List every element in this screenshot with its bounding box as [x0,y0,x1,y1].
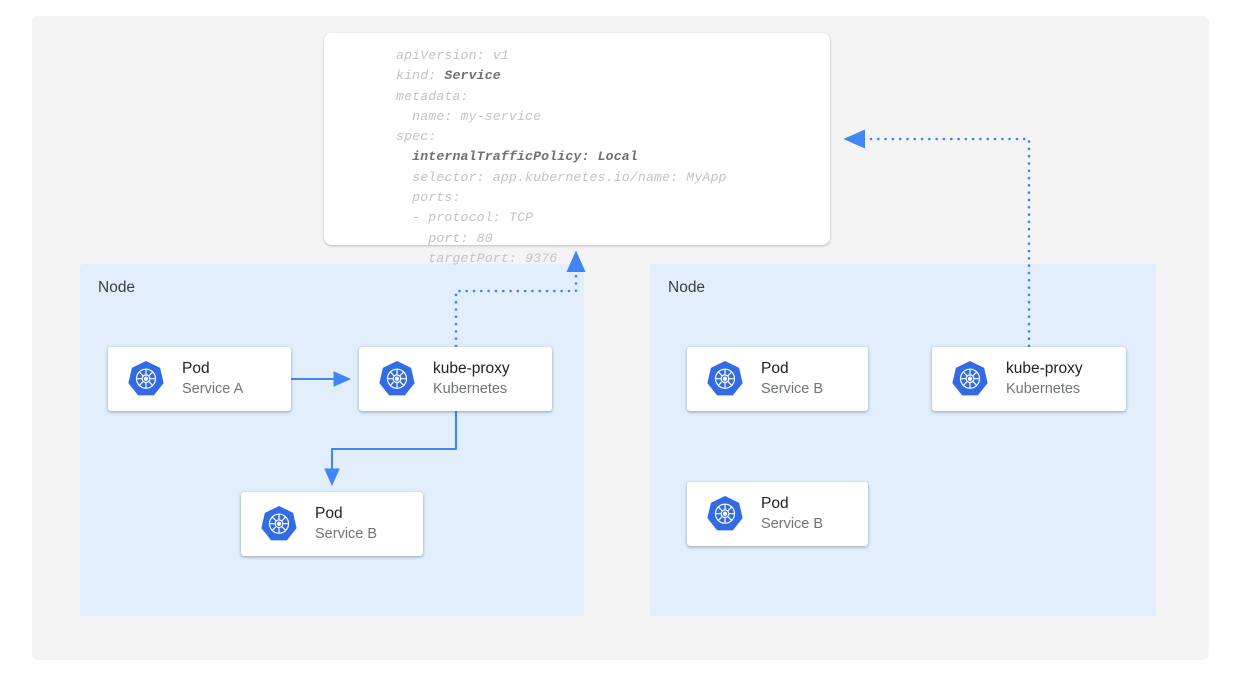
kubernetes-logo-icon [952,361,988,396]
box-text: Pod Service B [761,495,823,534]
box-subtitle: Kubernetes [1006,380,1081,397]
node-label-right: Node [668,279,706,296]
kubernetes-logo-icon [707,361,743,396]
box-subtitle: Service B [761,515,824,532]
box-text: kube-proxy Kubernetes [1006,360,1083,399]
service-manifest-card: apiVersion: v1 kind: Service metadata: n… [324,33,830,266]
box-text: Pod Service B [761,360,823,399]
node-panel-right: Node [650,264,1156,616]
box-subtitle: Service B [761,380,824,397]
kubernetes-logo-icon [128,361,164,396]
box-title: kube-proxy [1006,359,1083,377]
node-panel-left: Node [80,264,584,616]
box-title: Pod [761,494,789,512]
box-title: Pod [182,359,210,377]
box-kube-proxy-left[interactable]: kube-proxy Kubernetes [359,347,552,411]
box-title: Pod [315,504,343,522]
box-title: kube-proxy [433,359,510,377]
box-pod-service-a[interactable]: Pod Service A [108,347,291,411]
box-text: Pod Service A [182,360,243,399]
box-pod-service-b-right-2[interactable]: Pod Service B [687,482,868,546]
box-subtitle: Service B [315,525,378,542]
service-manifest-code: apiVersion: v1 kind: Service metadata: n… [396,48,727,266]
box-kube-proxy-right[interactable]: kube-proxy Kubernetes [932,347,1126,411]
box-pod-service-b-right-1[interactable]: Pod Service B [687,347,868,411]
box-pod-service-b-left[interactable]: Pod Service B [241,492,423,556]
kubernetes-logo-icon [707,496,743,531]
kubernetes-logo-icon [261,506,297,541]
box-subtitle: Kubernetes [433,380,508,397]
box-text: Pod Service B [315,505,377,544]
kubernetes-logo-icon [379,361,415,396]
box-subtitle: Service A [182,380,244,397]
box-text: kube-proxy Kubernetes [433,360,510,399]
node-label-left: Node [98,279,136,296]
box-title: Pod [761,359,789,377]
